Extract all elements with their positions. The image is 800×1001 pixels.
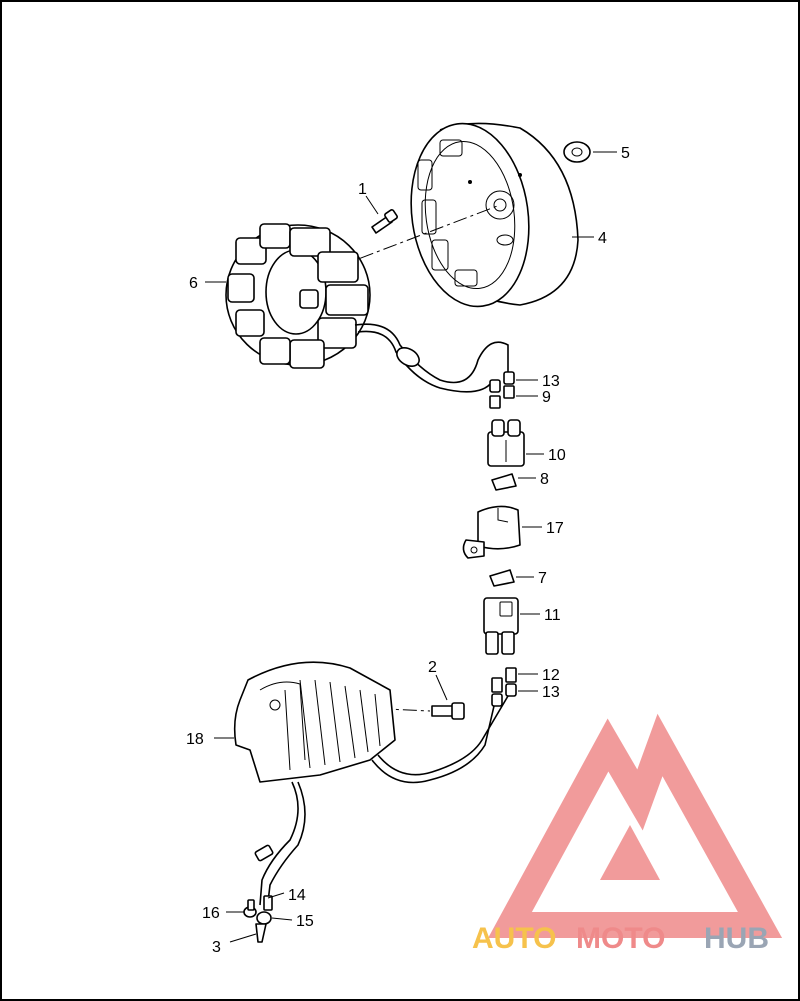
callout-13-upper: 13 [542, 373, 560, 390]
callout-6: 6 [189, 275, 198, 292]
stator-terminal-9 [489, 385, 515, 409]
callout-1: 1 [358, 181, 367, 198]
ring-terminal-16 [243, 899, 257, 918]
callout-3: 3 [212, 939, 221, 956]
callout-13-lower: 13 [542, 684, 560, 701]
callout-5: 5 [621, 145, 630, 162]
stator-terminal-13 [489, 371, 515, 393]
callout-8: 8 [540, 471, 549, 488]
regulator-output-wires [371, 695, 509, 784]
callout-14: 14 [288, 887, 306, 904]
regulator-terminal-12 [491, 667, 517, 693]
stator-wire-harness [354, 323, 509, 393]
terminal-screw-3 [255, 923, 267, 943]
connector-housing-11 [483, 597, 519, 655]
stator-part [225, 223, 371, 369]
callout-4: 4 [598, 230, 607, 247]
callout-7: 7 [538, 570, 547, 587]
washer-part [563, 141, 591, 163]
regulator-terminal-13 [491, 683, 517, 707]
watermark-text-hub: HUB [704, 922, 769, 955]
watermark-text-moto: MOTO [576, 922, 665, 955]
callout-17: 17 [546, 520, 564, 537]
callout-16: 16 [202, 905, 220, 922]
terminal-lock-8 [491, 473, 517, 491]
rotor-part [410, 122, 579, 308]
callout-10: 10 [548, 447, 566, 464]
ring-terminal-15 [256, 911, 272, 925]
voltage-regulator-part [233, 661, 396, 783]
stator-screw-part [371, 209, 398, 234]
connector-cover-17 [462, 505, 521, 559]
watermark-text-auto: AUTO [472, 922, 556, 955]
callout-2: 2 [428, 659, 437, 676]
callout-11: 11 [544, 607, 561, 624]
regulator-bolt-part [431, 702, 465, 720]
callout-15: 15 [296, 913, 314, 930]
secondary-lock-7 [489, 569, 515, 587]
callout-18: 18 [186, 731, 204, 748]
connector-housing-10 [487, 419, 525, 467]
callout-12: 12 [542, 667, 560, 684]
ring-terminal-14 [263, 895, 273, 911]
regulator-lower-wires [254, 781, 306, 906]
callout-9: 9 [542, 389, 551, 406]
watermark-logo-icon [488, 713, 783, 938]
